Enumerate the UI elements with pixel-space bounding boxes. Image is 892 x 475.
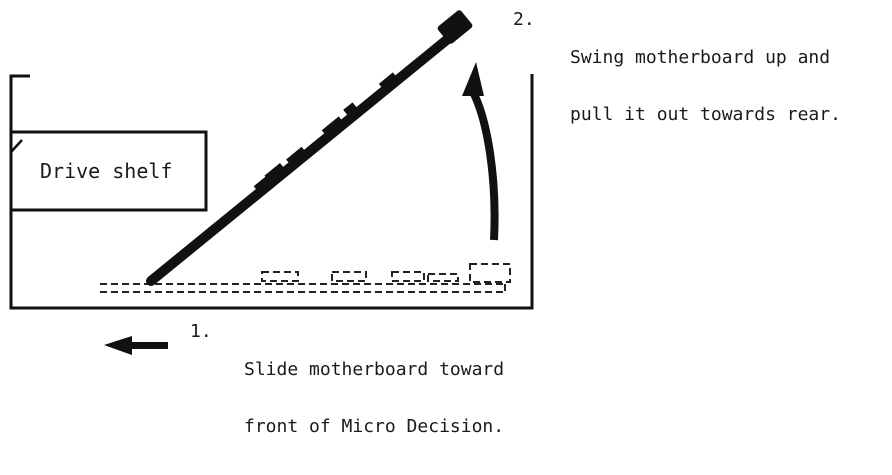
step1-line-1: Slide motherboard toward bbox=[244, 359, 505, 380]
motherboard-removal-illustration bbox=[9, 10, 534, 355]
step2-line-2: pull it out towards rear. bbox=[570, 104, 841, 125]
swing-up-arrow bbox=[462, 62, 499, 241]
slide-left-arrow bbox=[104, 336, 168, 355]
cabinet-outline bbox=[9, 74, 534, 310]
diagram-canvas: Drive shelf 2. Swing motherboard up and … bbox=[9, 9, 841, 436]
motherboard-tilted bbox=[146, 10, 473, 286]
drive-shelf-label: Drive shelf bbox=[40, 159, 173, 183]
step2-number: 2. bbox=[513, 9, 535, 30]
step1-line-2: front of Micro Decision. bbox=[244, 416, 505, 437]
step1-instruction: Slide motherboard toward front of Micro … bbox=[244, 322, 504, 474]
drive-shelf bbox=[9, 130, 208, 212]
step1-number: 1. bbox=[190, 321, 212, 342]
step2-line-1: Swing motherboard up and bbox=[570, 47, 831, 68]
step2-instruction: Swing motherboard up and pull it out tow… bbox=[570, 10, 841, 162]
motherboard-original-position bbox=[100, 263, 511, 293]
